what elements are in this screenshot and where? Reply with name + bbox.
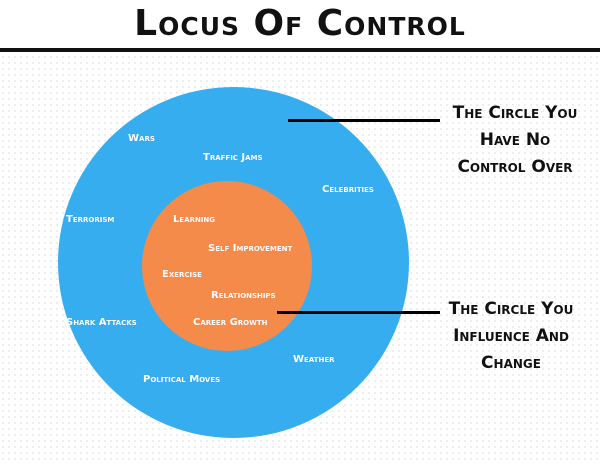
outer-item-wars: Wars xyxy=(128,133,155,144)
callout-no-control-line-2: Have No xyxy=(479,130,551,150)
outer-item-traffic-jams: Traffic Jams xyxy=(203,152,263,163)
inner-item-exercise: Exercise xyxy=(162,269,202,280)
callout-influence-line-2: Influence And xyxy=(453,326,569,346)
callout-no-control: The Circle You Have No Control Over xyxy=(430,100,600,181)
inner-item-self-improvement: Self Improvement xyxy=(208,243,293,254)
outer-item-terrorism: Terrorism xyxy=(66,214,115,225)
callout-influence: The Circle You Influence And Change xyxy=(426,296,596,377)
pointer-line-outer xyxy=(288,119,440,122)
callout-no-control-line-1: The Circle You xyxy=(452,103,578,123)
outer-item-weather: Weather xyxy=(293,354,335,365)
title-band xyxy=(0,0,600,50)
inner-item-career-growth: Career Growth xyxy=(193,317,268,328)
inner-circle-influence xyxy=(142,181,312,351)
diagram-title: Locus Of Control xyxy=(134,3,466,44)
outer-item-celebrities: Celebrities xyxy=(322,184,374,195)
title-underline xyxy=(0,48,600,52)
callout-no-control-line-3: Control Over xyxy=(457,157,573,177)
inner-item-relationships: Relationships xyxy=(211,290,276,301)
outer-item-political-moves: Political Moves xyxy=(143,374,221,385)
inner-item-learning: Learning xyxy=(173,214,216,225)
pointer-line-inner xyxy=(277,311,440,314)
callout-influence-line-3: Change xyxy=(481,353,541,373)
outer-item-shark-attacks: Shark Attacks xyxy=(66,317,137,328)
callout-influence-line-1: The Circle You xyxy=(448,299,574,319)
